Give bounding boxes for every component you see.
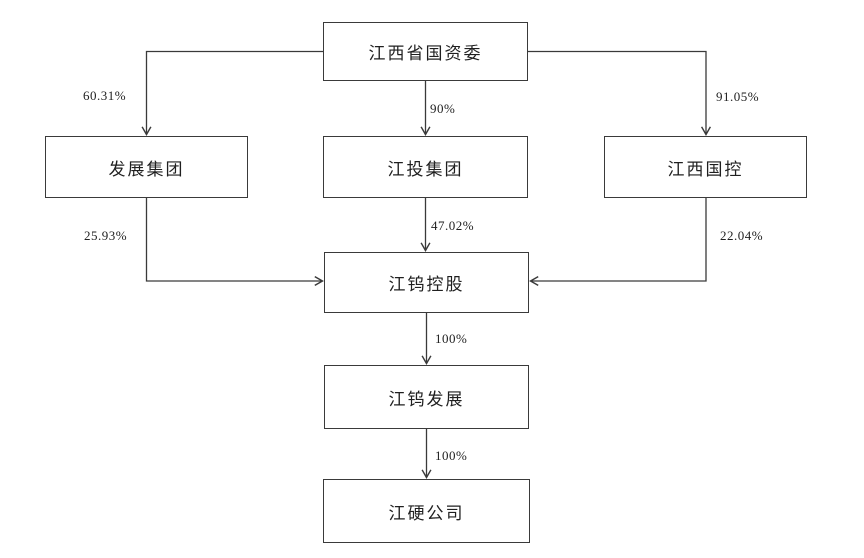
node-jiangxi-sasac: 江西省国资委 (323, 22, 528, 81)
edge-label-sasac-jiangtou: 90% (430, 101, 456, 116)
edge-label-jiangtou-jwkg: 47.02% (431, 218, 475, 233)
edge-sasac-guokong (528, 50, 712, 136)
edge-fazhan-jwkg (145, 198, 324, 287)
edge-label-jwkg-jwfz: 100% (435, 331, 468, 346)
node-fazhan-group: 发展集团 (45, 136, 248, 198)
edge-label-fazhan-jwkg: 25.93% (84, 228, 128, 243)
edge-label-sasac-guokong: 91.05% (716, 89, 760, 104)
node-jiangwu-fazhan: 江钨发展 (324, 365, 529, 429)
node-jiangying-company: 江硬公司 (323, 479, 530, 543)
edge-label-jwfz-jygs: 100% (435, 448, 468, 463)
edge-guokong-jwkg (529, 198, 707, 287)
node-jiangxi-guokong: 江西国控 (604, 136, 807, 198)
edge-label-guokong-jwkg: 22.04% (720, 228, 764, 243)
node-jiangtou-group: 江投集团 (323, 136, 528, 198)
edge-sasac-fazhan (141, 50, 323, 136)
edge-label-sasac-fazhan: 60.31% (83, 88, 127, 103)
node-jiangwu-holding: 江钨控股 (324, 252, 529, 313)
